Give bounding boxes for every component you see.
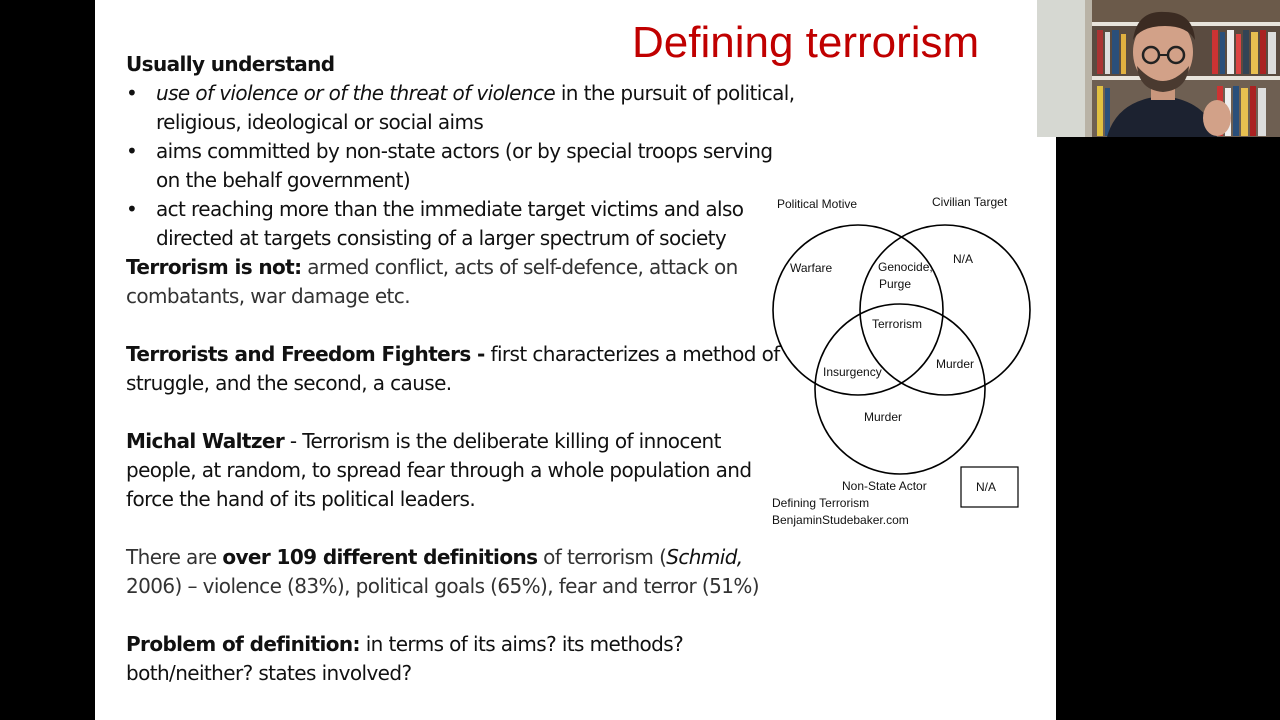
venn-label-terrorism: Terrorism xyxy=(872,317,922,331)
presentation-slide: Defining terrorism Usually understand us… xyxy=(95,0,1056,720)
terrorists-freedom-fighters: Terrorists and Freedom Fighters - first … xyxy=(126,342,780,395)
definitions-count: There are over 109 different definitions… xyxy=(126,545,760,598)
venn-label-genocide: Genocide, xyxy=(878,260,933,274)
slide-title: Defining terrorism xyxy=(632,18,980,67)
webcam-video xyxy=(1037,0,1280,137)
venn-label-political: Political Motive xyxy=(777,197,857,211)
venn-circle-political xyxy=(772,224,944,396)
venn-caption-source: BenjaminStudebaker.com xyxy=(772,513,909,527)
venn-label-na-box: N/A xyxy=(976,480,996,494)
venn-label-purge: Purge xyxy=(879,277,911,291)
venn-label-murder-right: Murder xyxy=(936,357,974,371)
venn-label-nonstate: Non-State Actor xyxy=(842,479,927,493)
venn-label-insurgency: Insurgency xyxy=(823,365,882,379)
venn-caption-title: Defining Terrorism xyxy=(772,496,869,510)
venn-label-na-top: N/A xyxy=(953,252,973,266)
presenter-image xyxy=(1037,0,1280,137)
venn-label-civilian: Civilian Target xyxy=(932,195,1008,209)
venn-label-warfare: Warfare xyxy=(790,261,833,275)
slide-body: Usually understand use of violence or of… xyxy=(126,50,796,688)
definition-bullets: use of violence or of the threat of viol… xyxy=(126,79,796,253)
walzer-quote: Michal Waltzer - Terrorism is the delibe… xyxy=(126,429,752,511)
bullet-item: aims committed by non-state actors (or b… xyxy=(126,137,796,195)
venn-circle-nonstate xyxy=(814,303,986,475)
venn-diagram: Political Motive Civilian Target Warfare… xyxy=(772,195,1031,527)
presenter-icon xyxy=(1107,11,1231,137)
problem-of-definition: Problem of definition: in terms of its a… xyxy=(126,632,684,685)
terrorism-is-not: Terrorism is not: armed conflict, acts o… xyxy=(126,255,738,308)
venn-label-murder-bottom: Murder xyxy=(864,410,902,424)
venn-na-box xyxy=(960,466,1019,508)
bullet-item: use of violence or of the threat of viol… xyxy=(126,79,796,137)
venn-circle-civilian xyxy=(859,224,1031,396)
section-heading: Usually understand xyxy=(126,52,335,76)
bullet-item: act reaching more than the immediate tar… xyxy=(126,195,796,253)
